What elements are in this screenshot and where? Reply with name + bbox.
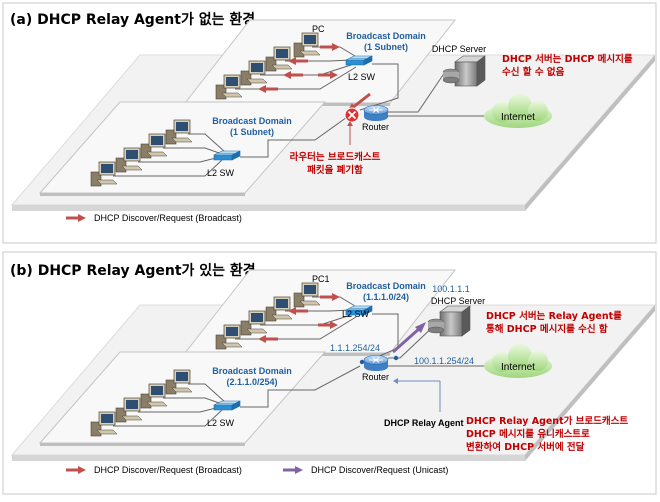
broadcast-domain-subnet: (1.1.1.0/24) [363, 292, 409, 302]
legend-broadcast-label: DHCP Discover/Request (Broadcast) [94, 213, 242, 223]
legend-broadcast-label: DHCP Discover/Request (Broadcast) [94, 465, 242, 475]
router-note-line2: 패킷을 폐기함 [307, 164, 363, 176]
blocked-icon [344, 107, 360, 123]
router-if-left-label: 1.1.1.254/24 [330, 343, 380, 353]
l2-switch-label: L2 SW [348, 72, 376, 82]
router-if-right-label: 100.1.1.254/24 [414, 356, 474, 366]
dhcp-server-label: DHCP Server [431, 296, 485, 306]
server-note-line2: 통해 DHCP 메시지를 수신 함 [486, 323, 608, 335]
router-icon [363, 104, 389, 122]
broadcast-domain-label: Broadcast Domain [346, 31, 426, 41]
broadcast-arrow-to-router [351, 92, 371, 110]
router-note-line1: 라우터는 브로드캐스트 [290, 151, 381, 163]
router-label: Router [362, 372, 389, 382]
l2-switch-label: L2 SW [207, 168, 235, 178]
server-note-line2: 수신 할 수 없음 [502, 66, 565, 78]
panel-a-link-router-server [388, 71, 446, 113]
dhcp-server-label: DHCP Server [432, 44, 486, 54]
broadcast-domain-subnet: (2.1.1.0/254) [226, 377, 277, 387]
broadcast-domain-subnet: (1 Subnet) [230, 127, 274, 137]
legend-unicast-arrow [283, 466, 303, 474]
panel-a-lower-cabling [113, 114, 351, 177]
broadcast-domain-subnet: (1 Subnet) [364, 42, 408, 52]
server-note-line1: DHCP 서버는 DHCP 메시지를 [502, 53, 633, 65]
panel-a-floor-edge [12, 205, 525, 211]
panel-a-title: (a) DHCP Relay Agent가 없는 환경 [10, 11, 255, 28]
unicast-arrow [392, 326, 421, 354]
internet-label: Internet [501, 362, 535, 373]
panel-b-link-router-server [388, 321, 439, 359]
server-note-line1: DHCP 서버는 Relay Agent를 [486, 310, 622, 322]
legend-unicast-label: DHCP Discover/Request (Unicast) [311, 465, 448, 475]
broadcast-domain-label: Broadcast Domain [346, 281, 426, 291]
server-ip-label: 100.1.1.1 [432, 284, 470, 294]
l2-switch-label: L2 SW [342, 309, 370, 319]
panel-a: (a) DHCP Relay Agent가 없는 환경 [2, 2, 657, 244]
router-interface-dot [393, 355, 399, 361]
relay-note-line1: DHCP Relay Agent가 브로드캐스트 [466, 415, 628, 427]
router-icon [363, 354, 389, 372]
pc-label: PC [312, 24, 325, 34]
broadcast-domain-label: Broadcast Domain [212, 366, 292, 376]
panel-b-title: (b) DHCP Relay Agent가 있는 환경 [10, 262, 256, 279]
pc-label: PC1 [312, 274, 330, 284]
relay-note-line2: DHCP 메시지를 유니캐스트로 [466, 428, 590, 440]
broadcast-domain-label: Broadcast Domain [212, 116, 292, 126]
panel-b-lower-cabling [113, 365, 361, 427]
relay-note-line3: 변환하여 DHCP 서버에 전달 [466, 441, 585, 453]
relay-agent-label: DHCP Relay Agent [384, 418, 464, 428]
router-label: Router [362, 122, 389, 132]
l2-switch-label: L2 SW [207, 418, 235, 428]
internet-label: Internet [501, 112, 535, 123]
router-interface-dot [359, 359, 365, 365]
panel-b: (b) DHCP Relay Agent가 있는 환경 [2, 251, 657, 495]
panel-a-floor-side [525, 55, 655, 211]
